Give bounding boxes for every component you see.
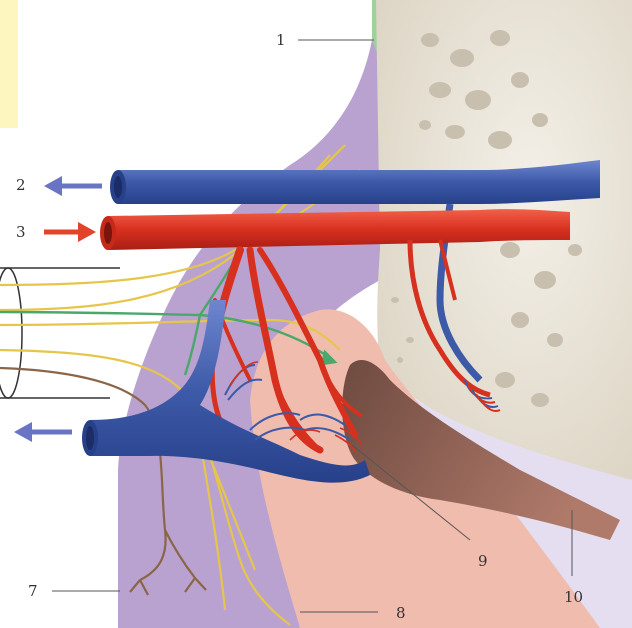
arrow-right-icon (44, 222, 96, 242)
label-10: 10 (564, 590, 583, 605)
arrow-left-icon-lower (14, 422, 72, 442)
label-3: 3 (16, 225, 26, 240)
nerve-bundle (0, 268, 120, 398)
label-1: 1 (276, 33, 286, 48)
label-9: 9 (478, 554, 488, 569)
highlight-block (0, 0, 18, 128)
label-7: 7 (28, 584, 38, 599)
label-2: 2 (16, 178, 26, 193)
arrow-left-icon-upper (44, 176, 102, 196)
label-8: 8 (396, 606, 406, 621)
